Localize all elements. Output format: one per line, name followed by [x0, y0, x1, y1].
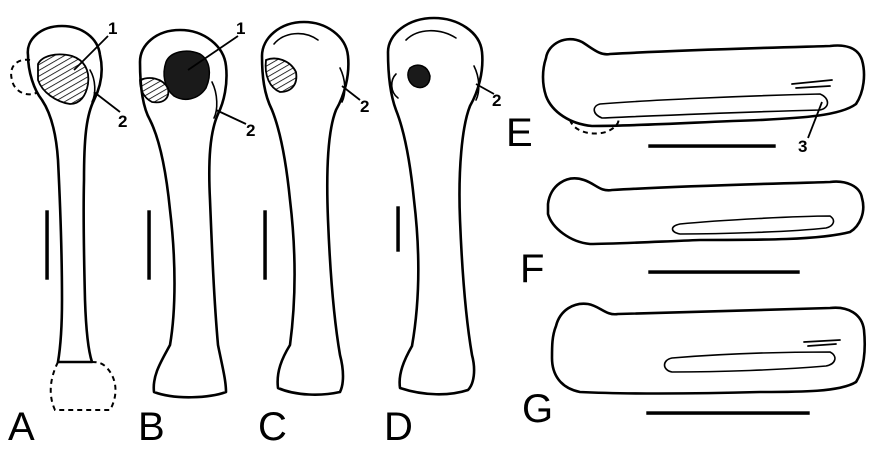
humerus-b	[140, 30, 227, 397]
ulna-f	[548, 178, 863, 272]
panel-label-g: G	[522, 387, 553, 431]
panel-label-f: F	[520, 247, 544, 291]
panel-label-d: D	[384, 405, 413, 449]
panel-label-b: B	[138, 405, 165, 449]
panel-label-e: E	[506, 111, 533, 155]
humerus-a-dashed-distal	[51, 362, 116, 410]
callout-c-2: 2	[360, 97, 369, 116]
callout-d-2: 2	[492, 91, 501, 110]
ulna-e-outline	[543, 39, 864, 126]
humerus-c	[262, 22, 348, 395]
callout-e-3: 3	[798, 137, 807, 156]
panel-label-c: C	[258, 405, 287, 449]
ulna-g-outline	[552, 304, 865, 394]
humerus-d-articular-facet	[408, 65, 430, 87]
humerus-a	[11, 26, 115, 410]
callout-b-2: 2	[246, 121, 255, 140]
humerus-d	[388, 18, 482, 394]
callout-a-2: 2	[118, 112, 127, 131]
panel-label-a: A	[8, 405, 35, 449]
ulna-g	[552, 304, 865, 413]
humerus-b-articular-facet	[164, 51, 209, 99]
leader-b-2	[216, 110, 246, 124]
humerus-d-outline	[388, 18, 482, 394]
callout-a-1: 1	[108, 19, 117, 38]
callout-b-1: 1	[236, 19, 245, 38]
ulna-e	[543, 39, 864, 146]
leader-a-2	[94, 92, 120, 112]
